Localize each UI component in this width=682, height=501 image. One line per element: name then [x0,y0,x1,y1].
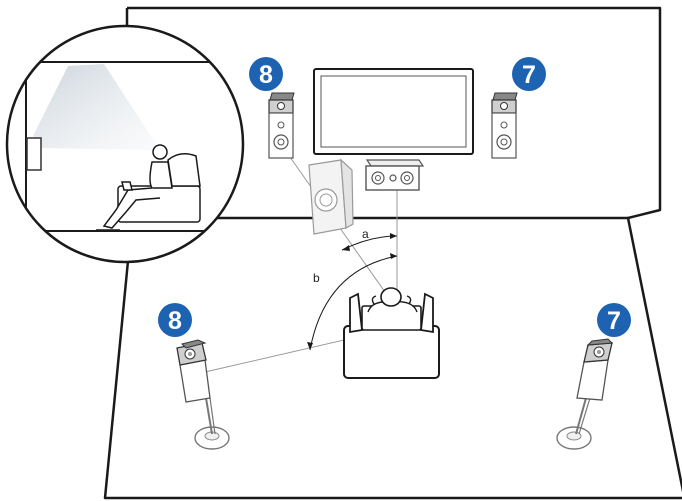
rear-right-badge: 7 [597,303,631,337]
front-right-badge: 7 [512,57,546,91]
svg-text:7: 7 [522,61,536,89]
sound-beam [33,64,160,150]
rear-right-height-speaker [556,338,614,450]
svg-text:8: 8 [259,61,273,89]
television-icon [313,68,474,155]
sofa-listener-icon [343,287,440,379]
listener-side-icon [102,144,201,229]
front-left-badge: 8 [249,57,283,91]
front-right-speaker [491,92,518,159]
rear-left-badge: 8 [158,303,192,337]
center-speaker-icon [365,159,425,191]
svg-text:7: 7 [607,307,621,335]
svg-text:8: 8 [168,307,182,335]
height-speaker-side-icon [26,137,42,171]
angle-arrowheads [307,233,397,350]
subwoofer-icon [308,158,354,235]
side-view-inset [5,24,245,264]
angle-b-label: b [313,271,320,285]
front-left-speaker [268,92,295,159]
rear-left-height-speaker [176,339,230,450]
angle-a-label: a [362,227,369,241]
